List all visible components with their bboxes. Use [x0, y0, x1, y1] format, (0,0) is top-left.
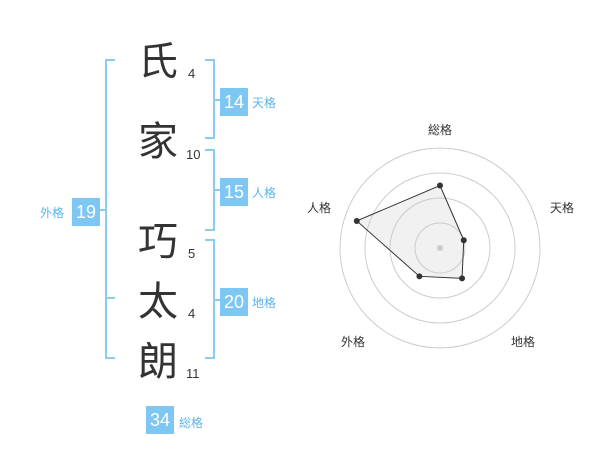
radar-point-5: [353, 217, 360, 224]
name-char-5: 朗: [138, 339, 178, 385]
radar-label-gaikaku: 外格: [341, 335, 366, 349]
radar-ring-4: [339, 147, 541, 349]
radar-label-chikaku: 地格: [511, 335, 536, 349]
chikaku-label: 地格: [252, 296, 277, 310]
stroke-count-4: 4: [188, 306, 196, 321]
name-char-3: 巧: [138, 219, 178, 265]
name-char-2: 家: [138, 119, 178, 165]
stroke-count-5: 11: [186, 366, 200, 381]
radar-polygon: [355, 184, 465, 279]
jinkaku-value: 15: [220, 178, 248, 206]
stroke-count-1: 4: [188, 66, 196, 81]
radar-ring-1: [414, 222, 466, 274]
gaikaku-label: 外格: [40, 206, 65, 220]
stroke-count-3: 5: [188, 246, 196, 261]
radar-label-tenkaku: 天格: [550, 201, 575, 215]
radar-point-4: [416, 273, 423, 280]
radar-ring-3: [364, 172, 516, 324]
soukaku-label: 総格: [179, 416, 204, 430]
radar-chart: [339, 147, 541, 349]
radar-point-3: [459, 275, 466, 282]
radar-label-jinkaku: 人格: [307, 201, 332, 215]
radar-ring-2: [389, 197, 491, 299]
jinkaku-label: 人格: [252, 186, 277, 200]
tenkaku-value: 14: [220, 88, 248, 116]
radar-center: [437, 245, 443, 251]
radar-point-1: [437, 182, 443, 189]
radar-point-2: [460, 237, 467, 244]
gaikaku-value: 19: [72, 198, 100, 226]
radar-label-soukaku: 総格: [428, 123, 453, 137]
stroke-count-2: 10: [186, 147, 201, 162]
soukaku-value: 34: [146, 406, 174, 434]
chikaku-value: 20: [220, 288, 248, 316]
name-char-1: 氏: [138, 39, 178, 85]
name-char-4: 太: [138, 279, 178, 325]
tenkaku-label: 天格: [252, 96, 277, 110]
